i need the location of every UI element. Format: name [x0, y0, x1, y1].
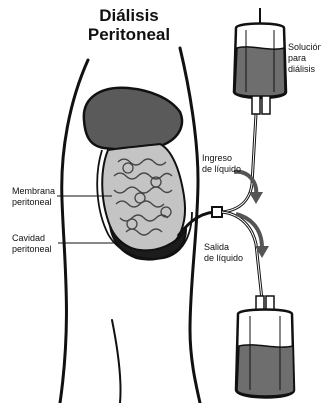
title-line-2: Peritoneal	[74, 25, 184, 44]
inflow-label: Ingreso de líquido	[202, 153, 241, 175]
inflow-arrow-icon	[234, 172, 263, 204]
membrane-label: Membrana peritoneal	[12, 186, 55, 208]
cavity-label: Cavidad peritoneal	[12, 233, 52, 255]
solution-label: Solución para diálisis	[288, 42, 321, 75]
title-line-1: Diálisis	[74, 6, 184, 25]
liver-organ	[84, 88, 182, 150]
solution-bag-top	[234, 8, 286, 114]
drain-bag-bottom	[236, 296, 294, 398]
catheter-connector	[212, 207, 222, 217]
outflow-label: Salida de líquido	[204, 242, 243, 264]
diagram-title: Diálisis Peritoneal	[74, 6, 184, 44]
